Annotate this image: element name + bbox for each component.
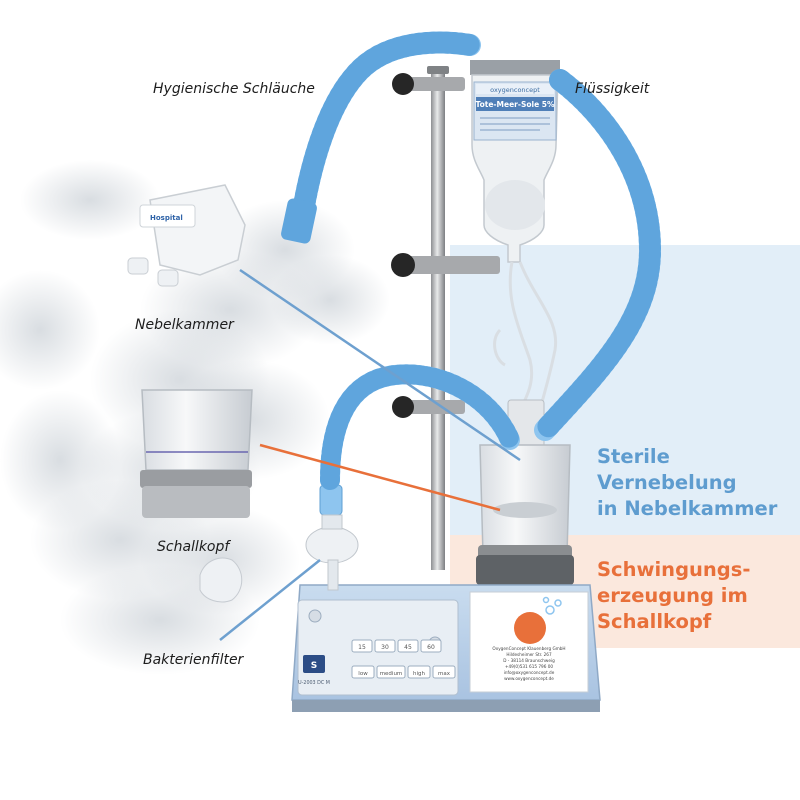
timer-button[interactable] bbox=[351, 639, 373, 653]
clamp-knob bbox=[391, 73, 500, 418]
callout-sterile: Sterile Vernebelung in Nebelkammer bbox=[597, 444, 777, 522]
liquid-bottle: oxygenconcept Tote-Meer-Sole 5% bbox=[470, 60, 560, 263]
intensity-button[interactable] bbox=[376, 665, 406, 679]
label-chamber: Nebelkammer bbox=[135, 317, 234, 333]
callout-oscillation-line: Schallkopf bbox=[597, 610, 712, 633]
hose-end bbox=[281, 198, 317, 244]
timer-button[interactable] bbox=[374, 639, 396, 653]
label-hoses: Hygienische Schläuche bbox=[153, 81, 315, 97]
intensity-button-group: low medium high max bbox=[351, 665, 456, 679]
company-line: info@oxygenconcept.de bbox=[504, 670, 555, 675]
company-line: D - 38114 Braunschweig bbox=[503, 658, 555, 663]
svg-text:Hospital: Hospital bbox=[150, 214, 183, 222]
filter-leader-line bbox=[219, 559, 321, 641]
nebulizer-chamber bbox=[476, 399, 574, 585]
timer-button[interactable] bbox=[420, 639, 442, 653]
label-filter: Bakterienfilter bbox=[143, 652, 244, 668]
device-model: U-2003 DC M bbox=[298, 680, 330, 686]
callout-oscillation-line: erzeugung im bbox=[597, 584, 748, 607]
intensity-button[interactable] bbox=[351, 665, 375, 679]
company-line: +49(0)531 615 796 00 bbox=[505, 664, 553, 669]
timer-label: 45 bbox=[404, 644, 412, 651]
bottle-product: Tote-Meer-Sole 5% bbox=[475, 100, 555, 109]
hose bbox=[289, 31, 662, 490]
timer-label: 15 bbox=[358, 644, 366, 651]
label-head: Schallkopf bbox=[157, 539, 230, 555]
glass-part bbox=[140, 389, 253, 518]
filter-part bbox=[199, 557, 243, 603]
timer-button-group: 15 30 45 60 bbox=[351, 639, 442, 653]
timer-label: 30 bbox=[381, 644, 389, 651]
callout-sterile-line: Sterile bbox=[597, 445, 670, 468]
timer-label: 60 bbox=[427, 644, 435, 651]
intensity-label: medium bbox=[380, 671, 403, 677]
intensity-label: high bbox=[413, 671, 426, 677]
callout-sterile-line: in Nebelkammer bbox=[597, 497, 778, 520]
bottle-brand: oxygenconcept bbox=[490, 86, 540, 94]
chamber-leader-line bbox=[239, 268, 521, 462]
callout-oscillation-line: Schwingungs- bbox=[597, 558, 751, 581]
company-line: Hildesheimer Str. 267 bbox=[506, 652, 552, 657]
company-label: OxygenConcept Klauenberg GmbH Hildesheim… bbox=[492, 646, 565, 681]
nebulizer-part: Hospital bbox=[127, 184, 246, 287]
svg-text:S: S bbox=[311, 661, 317, 671]
intensity-label: max bbox=[438, 671, 451, 677]
label-liquid: Flüssigkeit bbox=[575, 81, 650, 97]
filter-on-device bbox=[305, 484, 359, 591]
company-line: www.oxygenconcept.de bbox=[504, 676, 554, 681]
head-leader-line bbox=[259, 443, 501, 512]
callout-oscillation: Schwingungs- erzeugung im Schallkopf bbox=[597, 557, 750, 635]
stand-rod bbox=[431, 70, 445, 570]
intensity-button[interactable] bbox=[432, 665, 456, 679]
callout-sterile-line: Vernebelung bbox=[597, 471, 737, 494]
intensity-label: low bbox=[358, 671, 368, 677]
timer-button[interactable] bbox=[397, 639, 419, 653]
drip-tubing bbox=[493, 261, 558, 411]
company-line: OxygenConcept Klauenberg GmbH bbox=[492, 646, 565, 651]
intensity-button[interactable] bbox=[407, 665, 431, 679]
